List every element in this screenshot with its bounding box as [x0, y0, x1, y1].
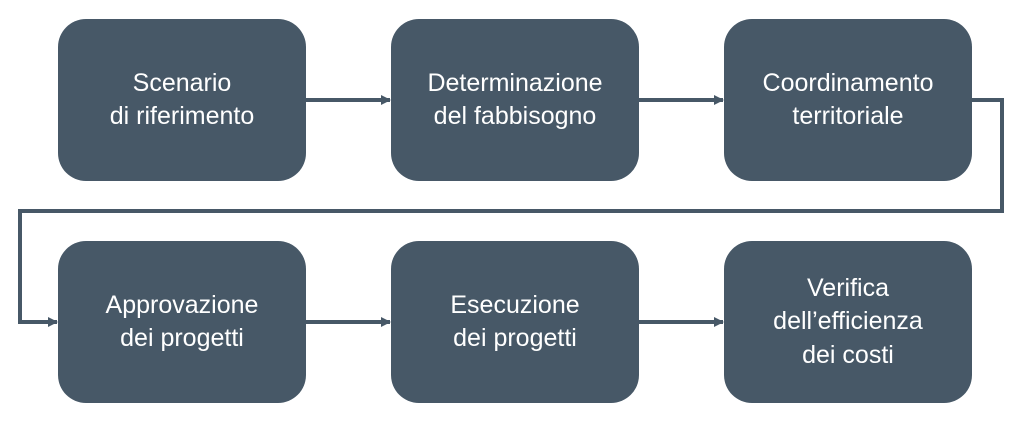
step-label: Coordinamento territoriale	[763, 67, 934, 134]
step-label-line: Determinazione	[427, 68, 603, 97]
step-label: Scenario di riferimento	[110, 67, 255, 134]
step-esecuzione-box: Esecuzione dei progetti	[391, 241, 639, 403]
step-label-line: Verifica	[807, 274, 889, 303]
step-label-line: Esecuzione	[450, 290, 580, 319]
step-label-line: dei costi	[802, 340, 894, 369]
step-approvazione-box: Approvazione dei progetti	[58, 241, 306, 403]
step-coordinamento-box: Coordinamento territoriale	[724, 19, 972, 181]
step-scenario-box: Scenario di riferimento	[58, 19, 306, 181]
step-verifica-box: Verifica dell’efficienza dei costi	[724, 241, 972, 403]
step-determinazione-box: Determinazione del fabbisogno	[391, 19, 639, 181]
step-label-line: Approvazione	[105, 290, 259, 319]
step-label-line: di riferimento	[109, 102, 255, 130]
step-label: Determinazione del fabbisogno	[427, 67, 602, 134]
step-label-line: dei progetti	[453, 324, 577, 352]
step-label-line: territoriale	[792, 102, 904, 130]
step-label-line: dei progetti	[120, 324, 244, 352]
step-label-line: del fabbisogno	[433, 102, 597, 130]
step-label: Esecuzione dei progetti	[450, 289, 579, 356]
step-label-line: Coordinamento	[762, 68, 934, 97]
step-label: Approvazione dei progetti	[106, 289, 259, 356]
step-label-line: Scenario	[132, 68, 232, 97]
step-label: Verifica dell’efficienza dei costi	[773, 272, 923, 372]
flow-arrow	[18, 98, 1004, 327]
step-label-line: dell’efficienza	[773, 307, 923, 336]
